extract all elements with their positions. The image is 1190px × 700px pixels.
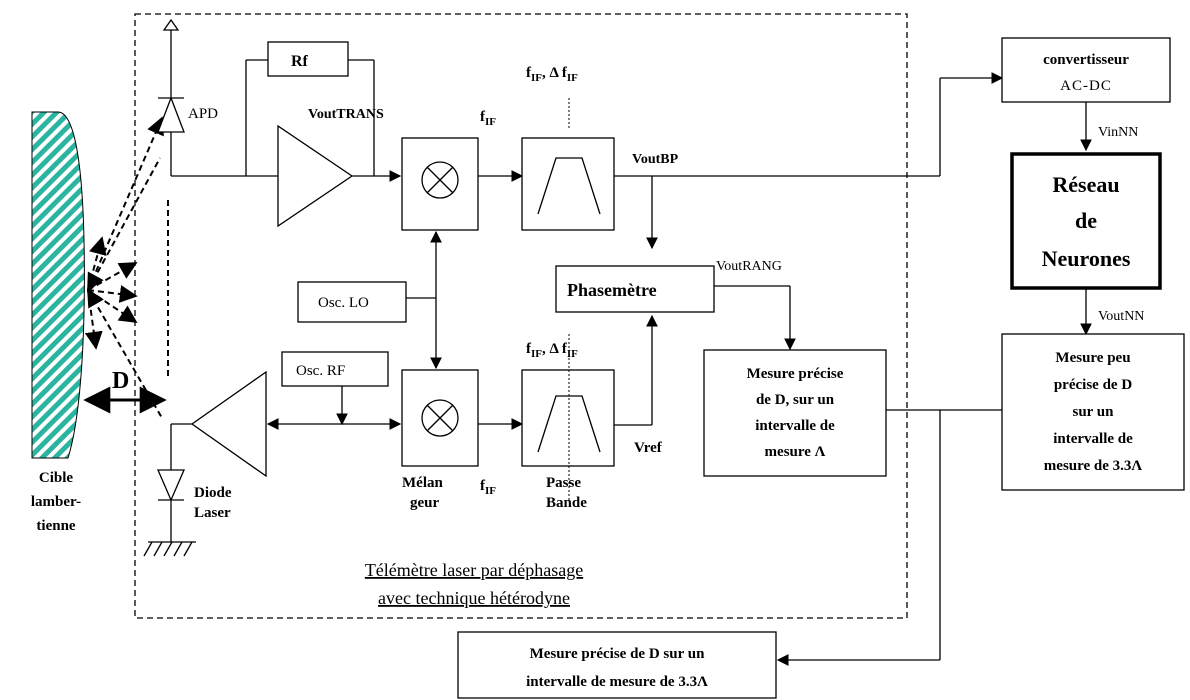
lambertian-target [31, 111, 85, 459]
phasemeter [555, 265, 715, 313]
vout-nn-label: VoutNN [1098, 309, 1144, 324]
precise-measure-box [703, 349, 887, 477]
diode-label-1: Diode [194, 485, 232, 501]
top-bandpass-filter [521, 137, 615, 231]
passe-label-2: Bande [546, 495, 587, 511]
cible-line-2: lamber- [31, 494, 81, 510]
melangeur-label-1: Mélan [402, 475, 443, 491]
vout-rang-label: VoutRANG [716, 259, 782, 274]
final-line-2: intervalle de mesure de 3.3Λ [526, 674, 708, 690]
vref-label: Vref [634, 440, 663, 456]
fif-delta-label-top: fIF, Δ fIF [526, 65, 578, 84]
cible-line-3: tienne [36, 518, 76, 534]
mpp-line-5: mesure de 3.3Λ [1044, 458, 1143, 474]
rf-label: Rf [291, 53, 309, 70]
rf-oscillator [281, 351, 389, 387]
fif-label-top: fIF [480, 109, 496, 128]
cible-line-1: Cible [39, 470, 74, 486]
vin-nn-label: VinNN [1098, 125, 1138, 140]
diode-label-2: Laser [194, 505, 231, 521]
fif-label-bottom: fIF [480, 478, 496, 497]
bandpass-icon [537, 157, 601, 215]
apd-icon [157, 18, 185, 176]
mixer-icon [421, 161, 459, 199]
vout-bp-label: VoutBP [632, 152, 679, 167]
phasemeter-label: Phasemètre [567, 280, 657, 300]
final-measure-box [457, 631, 777, 699]
system-boundary [134, 13, 908, 619]
laser-diode-icon [143, 469, 196, 557]
passe-label-1: Passe [546, 475, 581, 491]
mpp-line-2: précise de D [1054, 377, 1132, 393]
reseau-line-3: Neurones [1042, 246, 1131, 271]
mixer-icon-bottom [421, 399, 459, 437]
top-mixer [401, 137, 479, 231]
bottom-bandpass-filter [521, 369, 615, 467]
imprecise-measure-box [1001, 333, 1185, 491]
ac-dc-converter [1001, 37, 1171, 103]
apd-label: APD [188, 106, 218, 122]
final-line-1: Mesure précise de D sur un [530, 646, 706, 662]
title-line-1: Télémètre laser par déphasage [365, 560, 583, 580]
reseau-line-2: de [1075, 208, 1097, 233]
mpp-line-4: intervalle de [1053, 431, 1133, 447]
mp-line-1: Mesure précise [747, 366, 844, 382]
mpp-line-1: Mesure peu [1055, 350, 1130, 366]
mp-line-3: intervalle de [755, 418, 835, 434]
local-oscillator [297, 281, 407, 323]
mp-line-2: de D, sur un [756, 392, 835, 408]
melangeur-label-2: geur [410, 495, 440, 511]
mp-line-4: mesure Λ [765, 444, 826, 460]
laser-driver-amplifier [190, 370, 267, 478]
conv-line-1: convertisseur [1043, 52, 1129, 68]
neural-network [1010, 152, 1162, 290]
osc-rf-label: Osc. RF [296, 363, 345, 379]
distance-label: D [112, 368, 129, 394]
title-line-2: avec technique hétérodyne [378, 588, 570, 608]
reseau-line-1: Réseau [1052, 172, 1119, 197]
vout-trans-label: VoutTRANS [308, 107, 384, 122]
feedback-resistor [267, 41, 349, 77]
fif-delta-label-bottom: fIF, Δ fIF [526, 341, 578, 360]
transimpedance-amplifier [277, 124, 354, 228]
conv-line-2: AC-DC [1060, 78, 1112, 94]
mpp-line-3: sur un [1072, 404, 1114, 420]
osc-lo-label: Osc. LO [318, 295, 369, 311]
